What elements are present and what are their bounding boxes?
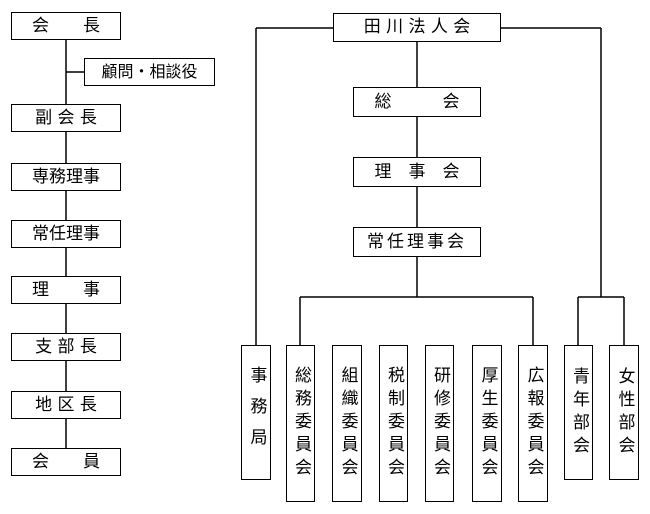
general-assembly-label: 総 会 [374, 91, 460, 112]
women-division-label: 女性部会 [614, 366, 635, 459]
youth-division-label: 青年部会 [569, 366, 589, 459]
secretariat-label: 事務局 [246, 366, 267, 459]
org-title-box: 田 川 法 人 会 [333, 13, 501, 42]
executive-director-box: 専務理事 [11, 163, 121, 191]
committee-tax-system: 税制委員会 [379, 345, 408, 502]
committee-general-affairs: 総務委員会 [286, 345, 315, 502]
standing-director-box: 常任理事 [11, 220, 121, 248]
district-head-label: 地 区 長 [35, 394, 97, 415]
director-label: 理 事 [32, 279, 100, 300]
director-box: 理 事 [11, 276, 121, 304]
vice-president-box: 副 会 長 [11, 104, 121, 132]
member-box: 会 員 [11, 448, 121, 476]
committee-public-relations: 広報委員会 [518, 345, 548, 502]
women-division-box: 女性部会 [609, 345, 639, 480]
committee-label: 総務委員会 [291, 366, 311, 481]
executive-director-label: 専務理事 [32, 166, 100, 187]
secretariat-box: 事務局 [241, 345, 271, 480]
standing-board-box: 常任理事会 [353, 227, 481, 257]
committee-label: 広報委員会 [523, 366, 544, 481]
branch-head-box: 支 部 長 [11, 333, 121, 361]
vice-president-label: 副 会 長 [35, 107, 97, 128]
board-label: 理 事 会 [374, 161, 460, 182]
board-box: 理 事 会 [353, 157, 481, 187]
advisor-label: 顧問・相談役 [101, 62, 198, 81]
president-label: 会 長 [32, 15, 100, 36]
member-label: 会 員 [32, 451, 100, 472]
committee-training: 研修委員会 [425, 345, 454, 502]
committee-welfare: 厚生委員会 [472, 345, 502, 502]
committee-label: 研修委員会 [430, 366, 450, 481]
committee-label: 厚生委員会 [477, 366, 498, 481]
general-assembly-box: 総 会 [353, 87, 481, 117]
advisor-box: 顧問・相談役 [84, 58, 215, 86]
org-title-label: 田 川 法 人 会 [363, 17, 471, 37]
youth-division-box: 青年部会 [564, 345, 593, 480]
committee-label: 組織委員会 [337, 366, 358, 481]
standing-board-label: 常任理事会 [367, 231, 467, 252]
committee-label: 税制委員会 [384, 366, 404, 481]
district-head-box: 地 区 長 [11, 391, 121, 419]
standing-director-label: 常任理事 [32, 223, 100, 244]
branch-head-label: 支 部 長 [35, 336, 97, 357]
president-box: 会 長 [11, 12, 121, 40]
committee-organization: 組織委員会 [332, 345, 362, 502]
